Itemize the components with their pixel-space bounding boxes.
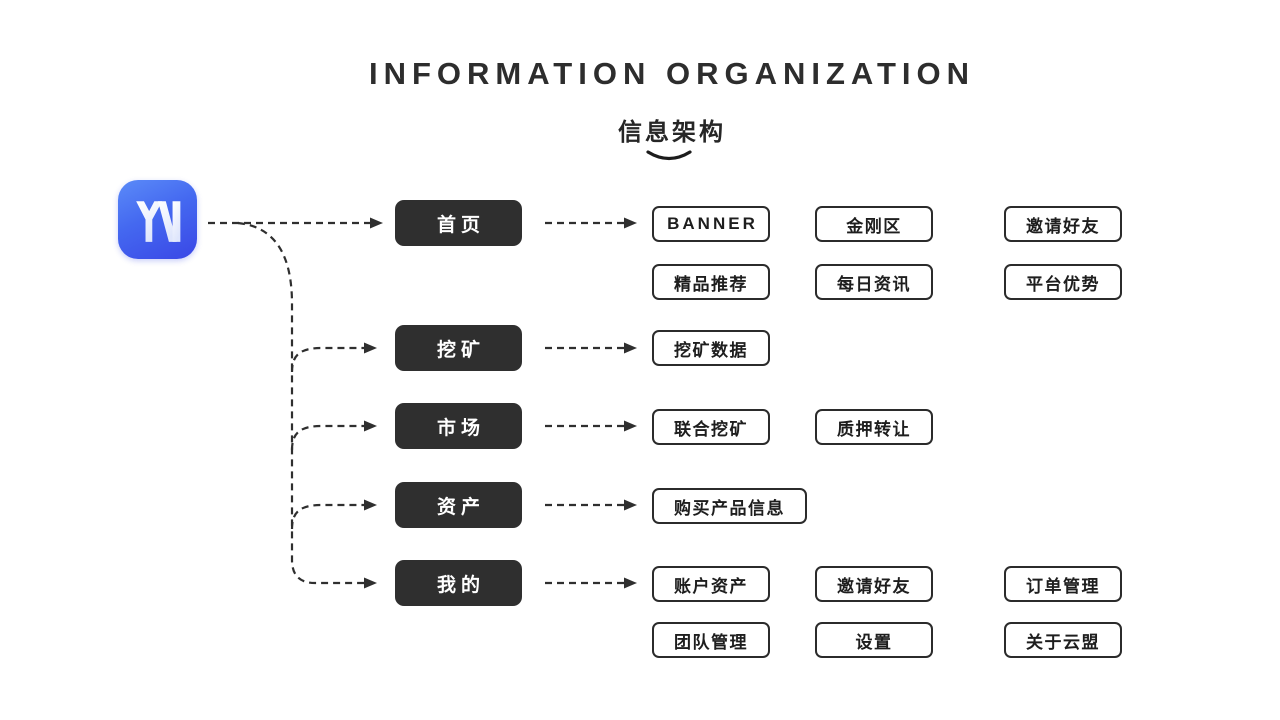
connector-branch-mining	[290, 342, 377, 373]
page-title: INFORMATION ORGANIZATION	[368, 56, 976, 91]
leaf-order-management: 订单管理	[1004, 566, 1122, 602]
leaf-team-management: 团队管理	[652, 622, 770, 658]
leaf-mining-data: 挖矿数据	[652, 330, 770, 366]
leaf-pledge-transfer: 质押转让	[815, 409, 933, 445]
leaf-platform-advantage: 平台优势	[1004, 264, 1122, 300]
leaf-daily-news: 每日资讯	[815, 264, 933, 300]
node-mine[interactable]: 我的	[395, 560, 522, 606]
ym-app-icon[interactable]	[118, 180, 197, 259]
connector-trunk-to-mine	[237, 221, 377, 589]
leaf-featured-recommend: 精品推荐	[652, 264, 770, 300]
leaf-king-kong-area: 金刚区	[815, 206, 933, 242]
leaf-about-yunmeng: 关于云盟	[1004, 622, 1122, 658]
leaf-account-assets: 账户资产	[652, 566, 770, 602]
leaf-invite-friends-home: 邀请好友	[1004, 206, 1122, 242]
node-home[interactable]: 首页	[395, 200, 522, 246]
leaf-invite-friends-mine: 邀请好友	[815, 566, 933, 602]
leaf-joint-mining: 联合挖矿	[652, 409, 770, 445]
leaf-purchase-product-info: 购买产品信息	[652, 488, 807, 524]
connector-branch-market	[290, 420, 377, 451]
page-subtitle: 信息架构	[618, 119, 726, 146]
ym-logo-icon	[135, 200, 180, 242]
node-market[interactable]: 市场	[395, 403, 522, 449]
node-mining[interactable]: 挖矿	[395, 325, 522, 371]
leaf-banner: BANNER	[652, 206, 770, 242]
leaf-settings: 设置	[815, 622, 933, 658]
smile-underline-icon	[646, 150, 692, 161]
node-assets[interactable]: 资产	[395, 482, 522, 528]
connector-branch-assets	[290, 499, 377, 530]
